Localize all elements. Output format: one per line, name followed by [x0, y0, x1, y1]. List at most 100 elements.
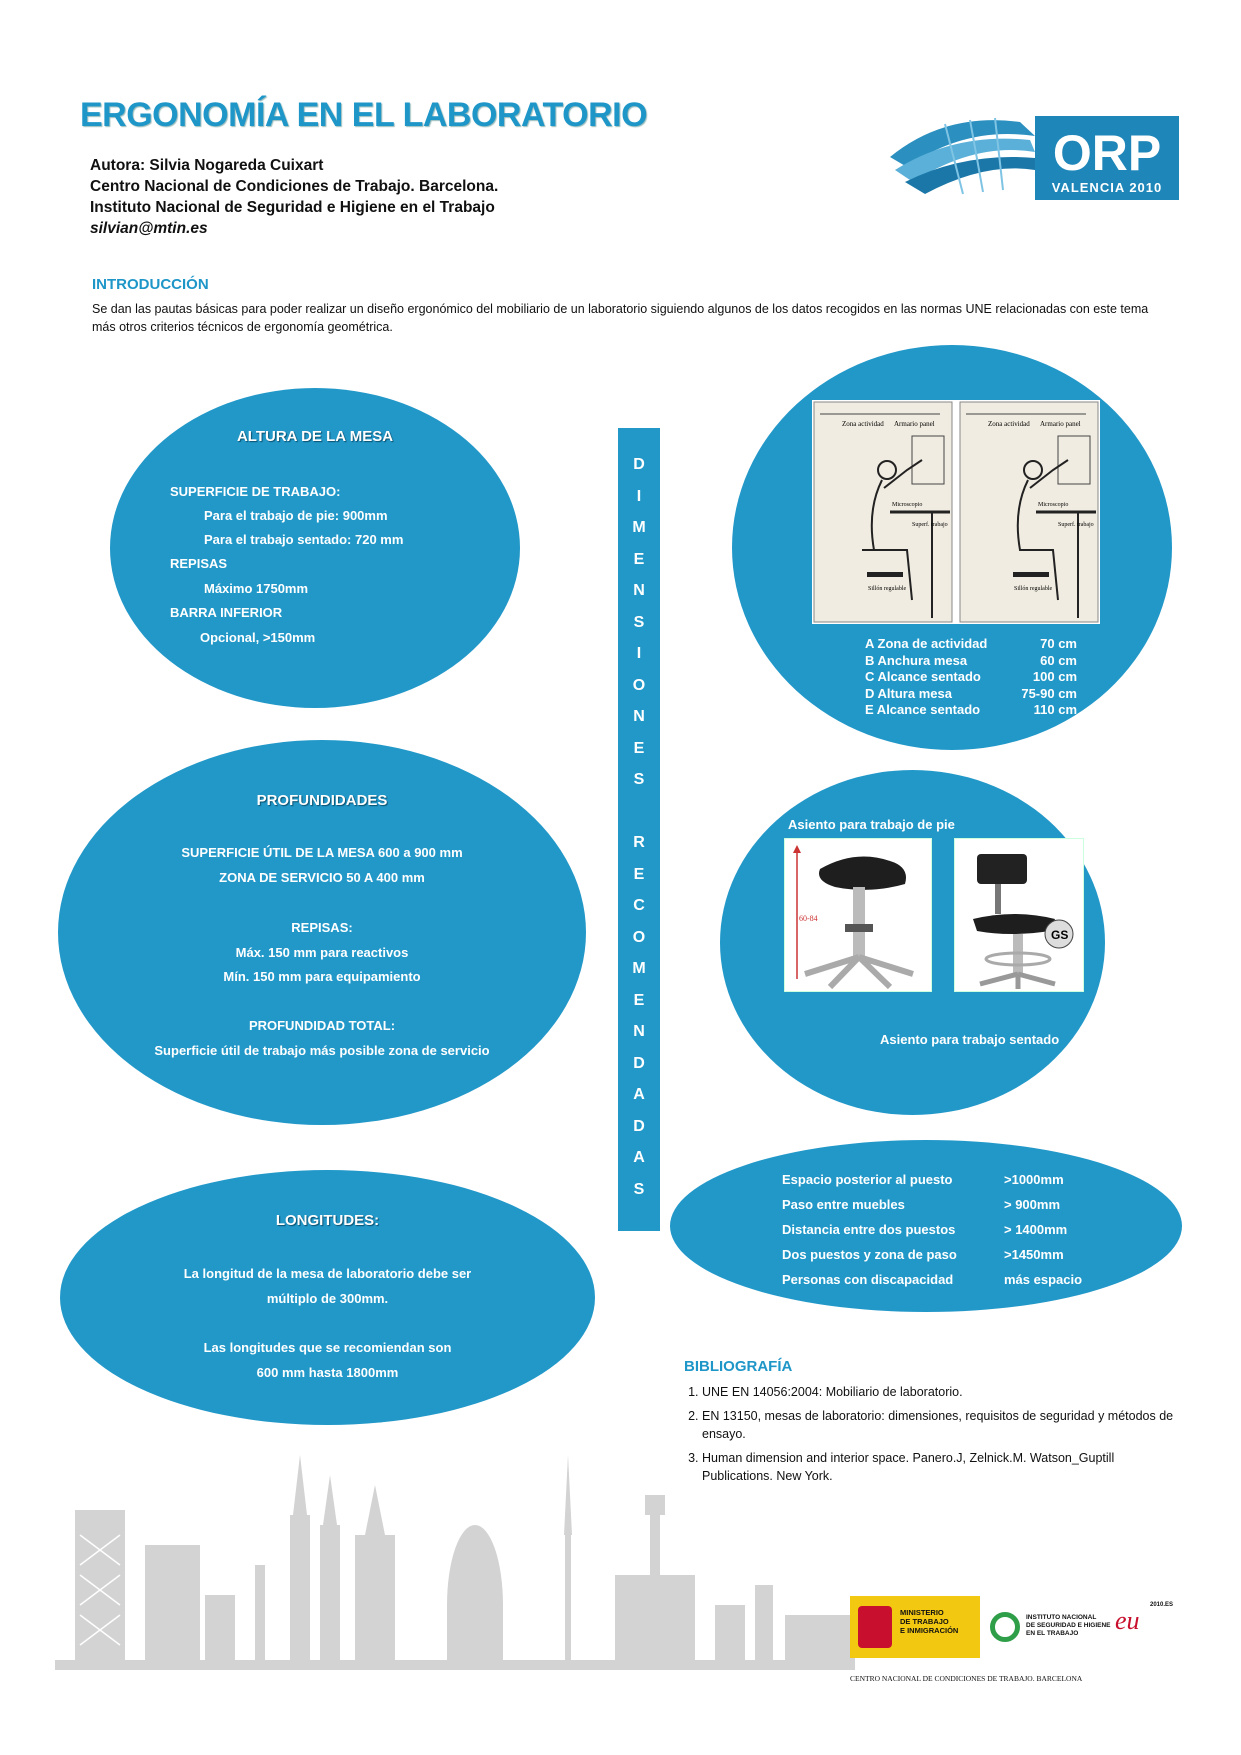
asiento-pie-label: Asiento para trabajo de pie	[788, 817, 955, 832]
bibliografia-list: UNE EN 14056:2004: Mobiliario de laborat…	[684, 1383, 1182, 1485]
vertical-letter: S	[633, 771, 645, 788]
insht-line: INSTITUTO NACIONAL	[1026, 1614, 1097, 1621]
dimension-value: 75-90 cm	[1021, 685, 1077, 701]
vertical-letter: D	[633, 456, 645, 473]
diagram-label: Armario panel	[894, 420, 935, 428]
logo-subtext: VALENCIA 2010	[1052, 180, 1163, 195]
ministerio-logo: MINISTERIO DE TRABAJO E INMIGRACIÓN	[850, 1596, 980, 1658]
profundidades-line: Mín. 150 mm para equipamiento	[223, 969, 421, 984]
bibliografia-item: EN 13150, mesas de laboratorio: dimensio…	[702, 1407, 1182, 1443]
dimension-label: B Anchura mesa	[865, 652, 968, 668]
diagram-label: Microscopio	[892, 502, 922, 508]
barcelona-skyline	[55, 1455, 855, 1670]
espacio-label: Paso entre muebles	[782, 1197, 905, 1212]
intro-heading: INTRODUCCIÓN	[92, 276, 209, 293]
seated-seat-photo: GS	[954, 838, 1084, 992]
diagram-label: Sillón regulable	[868, 586, 906, 592]
altura-line: BARRA INFERIOR	[170, 605, 283, 620]
dimension-value: 100 cm	[1032, 669, 1077, 684]
profundidades-panel: PROFUNDIDADES SUPERFICIE ÚTIL DE LA MESA…	[58, 740, 586, 1125]
bibliografia-heading: BIBLIOGRAFÍA	[684, 1358, 793, 1375]
longitudes-panel: LONGITUDES: La longitud de la mesa de la…	[60, 1170, 595, 1425]
page-title: ERGONOMÍA EN EL LABORATORIO	[80, 96, 648, 134]
profundidades-line: REPISAS:	[291, 920, 353, 935]
asientos-panel: Asiento para trabajo de pie 60-84 GS Asi…	[720, 770, 1105, 1115]
profundidades-line: ZONA DE SERVICIO 50 A 400 mm	[219, 870, 425, 885]
longitudes-line: La longitud de la mesa de laboratorio de…	[183, 1266, 472, 1281]
vertical-letter: R	[633, 834, 645, 851]
vertical-letter: S	[633, 613, 645, 631]
vertical-letter: E	[633, 550, 645, 568]
vertical-letter: O	[632, 928, 646, 946]
altura-heading: ALTURA DE LA MESA	[236, 428, 394, 445]
dimension-value: 110 cm	[1033, 702, 1077, 717]
altura-line: Opcional, >150mm	[200, 630, 316, 645]
dimension-label: C Alcance sentado	[865, 669, 981, 684]
vertical-letter: M	[632, 960, 646, 977]
vertical-letter: I	[636, 487, 642, 505]
espacio-label: Espacio posterior al puesto	[782, 1172, 953, 1187]
author-email[interactable]: silvian@mtin.es	[90, 220, 208, 237]
longitudes-line: múltiplo de 300mm.	[266, 1291, 389, 1306]
dimension-value: 60 cm	[1040, 652, 1077, 668]
author-center: Centro Nacional de Condiciones de Trabaj…	[90, 178, 499, 195]
vertical-letter: N	[633, 708, 645, 725]
altura-line: Máximo 1750mm	[204, 581, 309, 596]
diagram-label: Sillón regulable	[1014, 586, 1052, 592]
bibliografia-item: UNE EN 14056:2004: Mobiliario de laborat…	[702, 1383, 1182, 1401]
profundidades-line: Superficie útil de trabajo más posible z…	[154, 1043, 490, 1058]
vertical-letter: E	[633, 739, 645, 757]
vertical-letter: M	[632, 519, 646, 536]
author-block: Autora: Silvia Nogareda Cuixart Centro N…	[90, 155, 498, 239]
longitudes-heading: LONGITUDES:	[275, 1212, 380, 1229]
ministerio-line: MINISTERIO	[900, 1608, 944, 1617]
espacio-value: >1000mm	[1004, 1172, 1064, 1187]
profundidades-line: PROFUNDIDAD TOTAL:	[248, 1018, 396, 1033]
vertical-letter: I	[636, 645, 642, 662]
espacio-value: más espacio	[1004, 1272, 1083, 1287]
logo-text: ORP	[1053, 125, 1161, 181]
diagram-label: Microscopio	[1038, 502, 1068, 508]
diagram-label: Zona actividad	[988, 420, 1030, 428]
insht-line: DE SEGURIDAD E HIGIENE	[1026, 1622, 1111, 1629]
altura-line: Para el trabajo sentado: 720 mm	[204, 532, 404, 547]
standing-seat-photo: 60-84	[784, 838, 932, 992]
longitudes-line: Las longitudes que se recomiendan son	[203, 1340, 452, 1355]
author-institute: Instituto Nacional de Seguridad e Higien…	[90, 199, 495, 216]
dimensiones-panel: Zona actividad Armario panel Zona activi…	[732, 345, 1172, 750]
vertical-letter: N	[633, 1023, 645, 1040]
espacio-label: Personas con discapacidad	[782, 1272, 954, 1287]
insht-icon	[990, 1612, 1020, 1642]
diagram-label: Zona actividad	[842, 420, 884, 428]
dimension-row: B Anchura mesa 60 cm	[865, 653, 1077, 670]
insht-line: EN EL TRABAJO	[1026, 1630, 1079, 1637]
vertical-letter: D	[633, 1054, 645, 1072]
profundidades-line: Máx. 150 mm para reactivos	[235, 945, 409, 960]
footer-center: CENTRO NACIONAL DE CONDICIONES DE TRABAJ…	[850, 1674, 1083, 1683]
vertical-letter: E	[633, 991, 645, 1009]
espacio-value: > 1400mm	[1004, 1222, 1068, 1237]
vertical-letter: A	[633, 1149, 645, 1166]
vertical-letter: A	[633, 1086, 645, 1103]
altura-line: REPISAS	[170, 556, 228, 571]
ministerio-line: E INMIGRACIÓN	[900, 1626, 959, 1635]
footer-logos: MINISTERIO DE TRABAJO E INMIGRACIÓN INST…	[850, 1596, 1180, 1691]
dimension-value: 70 cm	[1040, 636, 1077, 651]
dimension-label: E Alcance sentado	[865, 702, 981, 717]
profundidades-heading: PROFUNDIDADES	[256, 792, 388, 809]
vertical-letter: C	[633, 897, 645, 914]
height-mark: 60-84	[799, 914, 818, 923]
altura-line: Para el trabajo de pie: 900mm	[204, 508, 388, 523]
longitudes-line: 600 mm hasta 1800mm	[256, 1365, 399, 1380]
espacio-label: Distancia entre dos puestos	[782, 1222, 956, 1237]
espacio-value: > 900mm	[1004, 1197, 1061, 1212]
altura-line: SUPERFICIE DE TRABAJO:	[170, 484, 341, 499]
dimension-row: C Alcance sentado 100 cm	[865, 669, 1077, 686]
diagram-label: Superf. trabajo	[912, 521, 948, 528]
diagram-label: Armario panel	[1040, 420, 1081, 428]
vertical-letter: E	[633, 865, 645, 883]
workstation-diagram: Zona actividad Armario panel Zona activi…	[812, 400, 1100, 624]
altura-mesa-panel: ALTURA DE LA MESA SUPERFICIE DE TRABAJO:…	[110, 388, 520, 708]
